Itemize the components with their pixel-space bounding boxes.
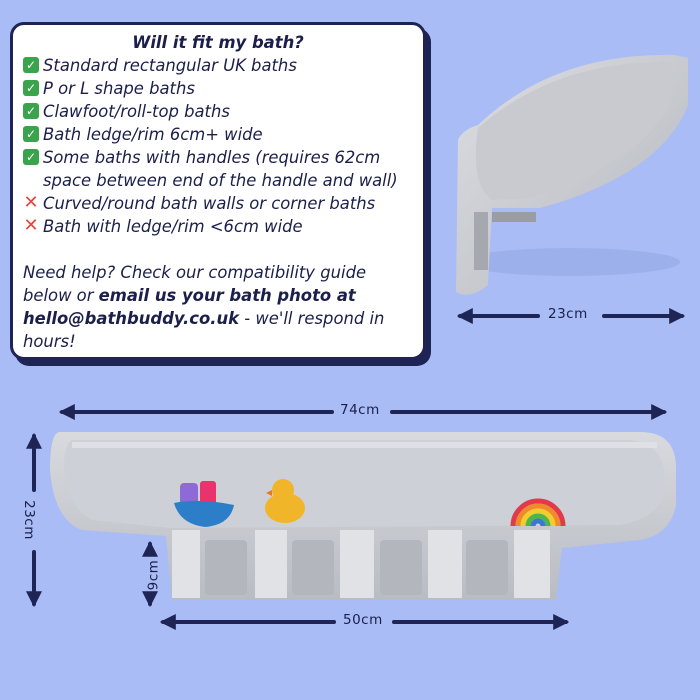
list-item: ✓ P or L shape baths: [23, 77, 413, 100]
rubber-duck: [265, 479, 305, 523]
list-item-text: Clawfoot/roll-top baths: [43, 102, 230, 121]
list-item: ✓ Clawfoot/roll-top baths: [23, 100, 413, 123]
list-item: ✓ Bath ledge/rim 6cm+ wide: [23, 123, 413, 146]
check-icon: ✓: [23, 103, 39, 119]
list-item-text: Bath ledge/rim 6cm+ wide: [43, 125, 263, 144]
card-title: Will it fit my bath?: [132, 33, 304, 52]
side-view-tray: [456, 54, 688, 295]
height-label: 23cm: [20, 496, 37, 544]
help-paragraph: Need help? Check our compatibility guide…: [23, 261, 413, 353]
list-item-text: Standard rectangular UK baths: [43, 56, 297, 75]
depth-label: 9cm: [145, 559, 162, 591]
list-item-text: Curved/round bath walls or corner baths: [43, 194, 376, 213]
list-item-text: Bath with ledge/rim <6cm wide: [43, 217, 303, 236]
list-item-text: Some baths with handles (requires 62cm s…: [43, 148, 398, 190]
list-item: ✓ Some baths with handles (requires 62cm…: [23, 146, 413, 192]
help-tail-text: - we'll respond in hours!: [23, 309, 385, 351]
compatibility-card: Will it fit my bath? ✓ Standard rectangu…: [10, 22, 426, 360]
check-icon: ✓: [23, 126, 39, 142]
list-item: ✕ Curved/round bath walls or corner bath…: [23, 192, 413, 215]
front-view-tray: [50, 432, 676, 600]
toy-boat: [174, 481, 234, 527]
check-icon: ✓: [23, 149, 39, 165]
rainbow-stacker: [510, 498, 566, 527]
list-item: ✓ Standard rectangular UK baths: [23, 54, 413, 77]
help-text: Need help? Check our compatibility guide…: [23, 263, 367, 305]
length-label: 74cm: [336, 402, 384, 418]
cross-icon: ✕: [23, 215, 39, 236]
list-item: ✕ Bath with ledge/rim <6cm wide: [23, 215, 413, 238]
side-width-label: 23cm: [544, 306, 592, 322]
check-icon: ✓: [23, 57, 39, 73]
list-item-text: P or L shape baths: [43, 79, 195, 98]
help-email-link[interactable]: email us your bath photo at hello@bathbu…: [23, 286, 356, 328]
check-icon: ✓: [23, 80, 39, 96]
base-length-label: 50cm: [339, 612, 387, 628]
cross-icon: ✕: [23, 192, 39, 213]
